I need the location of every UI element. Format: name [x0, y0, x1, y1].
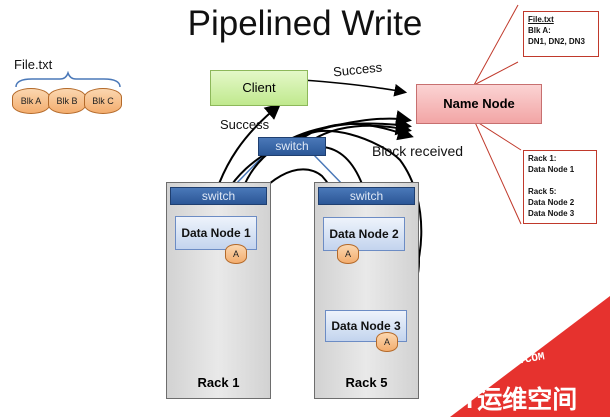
callout-spacer [528, 175, 592, 186]
rack1-switch: switch [170, 187, 267, 205]
file-block-group: Blk A Blk B Blk C [12, 88, 122, 114]
arrow-dn3-namenode [299, 122, 423, 313]
callout-right-pointer-2 [473, 119, 522, 225]
name-node: Name Node [416, 84, 542, 124]
rack1-label: Rack 1 [197, 375, 240, 390]
callout-line: Data Node 2 [528, 198, 575, 207]
page-title: Pipelined Write [187, 4, 423, 43]
block-b: Blk B [48, 88, 86, 114]
callout-top-pointer-2 [473, 61, 519, 86]
callout-line: DN1, DN2, DN3 [528, 37, 585, 46]
dn1-block-a: A [225, 244, 247, 264]
data-node-2: Data Node 2 [323, 217, 405, 251]
watermark-shape [450, 296, 610, 417]
data-node-1: Data Node 1 [175, 216, 257, 250]
dn3-block-a: A [376, 332, 398, 352]
watermark-brand: IT运维空间 [455, 386, 578, 414]
block-c: Blk C [84, 88, 122, 114]
file-label: File.txt [14, 57, 53, 72]
callout-file-name: File.txt [528, 15, 554, 24]
callout-line: Data Node 3 [528, 209, 575, 218]
rack5-switch: switch [318, 187, 415, 205]
callout-block-map: File.txt Blk A: DN1, DN2, DN3 [523, 11, 599, 57]
label-success-left: Success [220, 117, 270, 132]
arrow-success-client-namenode [301, 79, 408, 97]
rack-5: switch Rack 5 [314, 182, 419, 399]
callout-top-pointer [473, 4, 519, 86]
callout-line: Data Node 1 [528, 165, 575, 174]
block-a: Blk A [12, 88, 50, 114]
callout-rack-map: Rack 1: Data Node 1 Rack 5: Data Node 2 … [523, 150, 597, 224]
rack5-label: Rack 5 [345, 375, 388, 390]
callout-line: Rack 5: [528, 187, 557, 196]
callout-line: Blk A: [528, 26, 551, 35]
dn2-block-a: A [337, 244, 359, 264]
client-node: Client [210, 70, 308, 106]
core-switch: switch [258, 137, 326, 156]
rack-1: switch Rack 1 [166, 182, 271, 399]
label-block-received: Block received [372, 143, 464, 159]
callout-right-pointer [473, 119, 522, 151]
callout-line: Rack 1: [528, 154, 557, 163]
file-brace [15, 71, 121, 88]
